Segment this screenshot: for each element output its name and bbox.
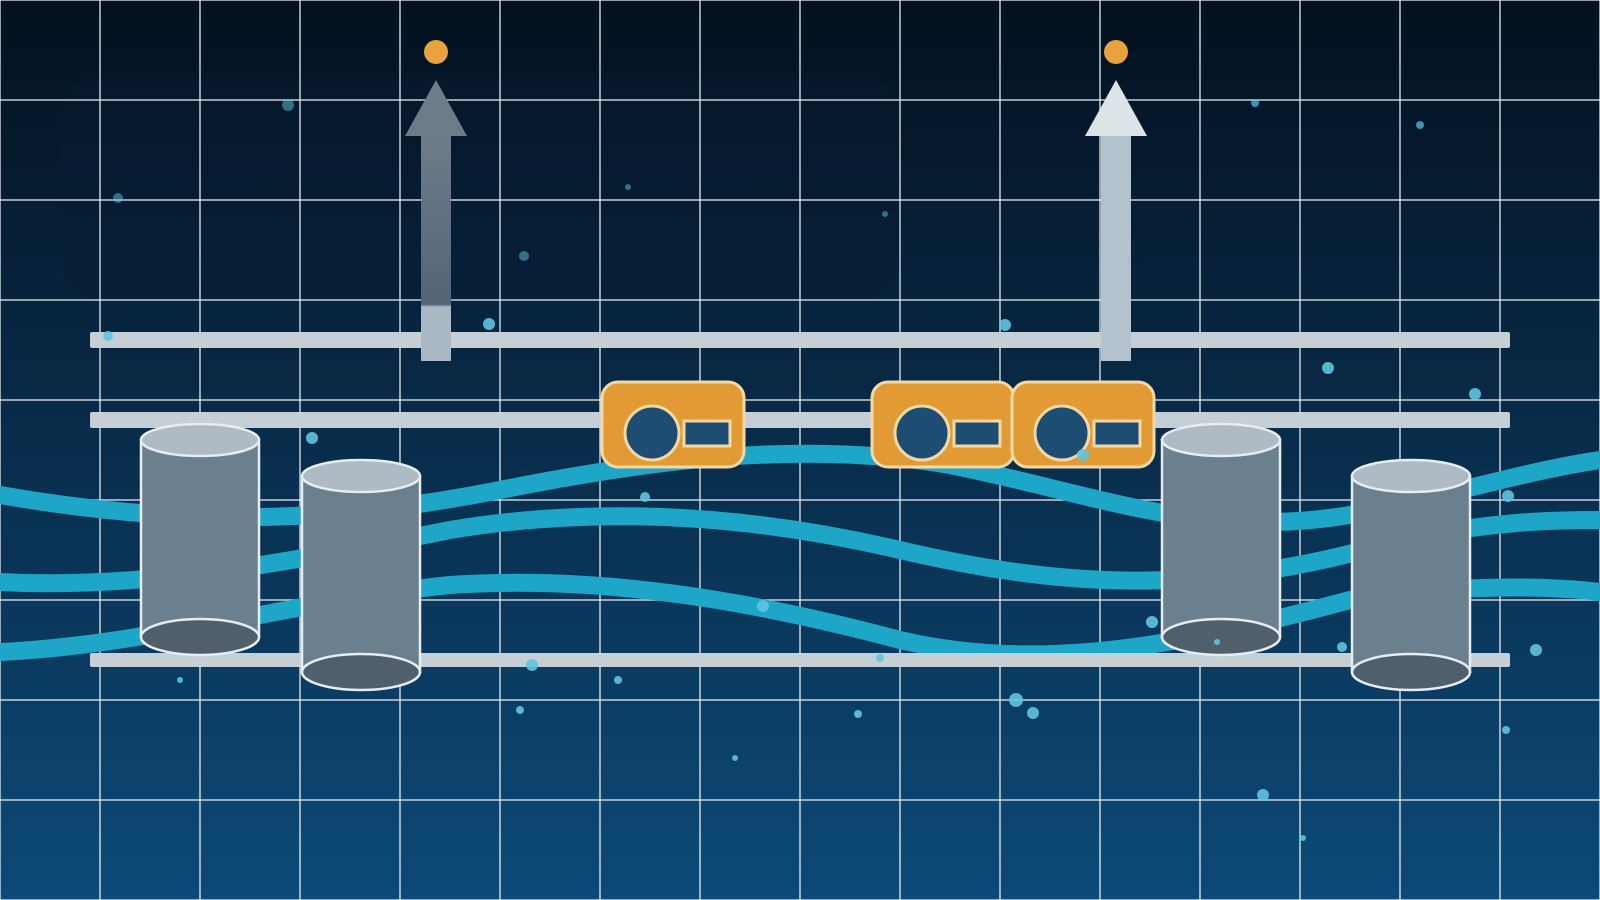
particle-dot	[876, 654, 884, 662]
module-rotor	[1033, 404, 1091, 462]
pump-modules	[600, 380, 1156, 469]
particle-dot	[732, 755, 738, 761]
cylinder-icon	[300, 458, 422, 692]
tank-lid	[300, 458, 422, 494]
pump-module-icon	[600, 380, 746, 469]
particle-dot	[1077, 449, 1089, 461]
particle-dot	[526, 659, 538, 671]
tank-lid	[1350, 458, 1472, 494]
particle-dot	[177, 677, 183, 683]
arrow-shaft	[421, 135, 451, 361]
tank-lid	[139, 422, 261, 458]
particle-dot	[882, 211, 888, 217]
cylinder-icon	[139, 422, 261, 657]
particle-dot	[757, 600, 769, 612]
particle-dot	[1009, 693, 1023, 707]
particle-dot	[1530, 644, 1542, 656]
particle-dot	[640, 492, 650, 502]
particle-dot	[1322, 362, 1334, 374]
signal-dot-icon	[424, 40, 448, 64]
particle-dot	[1257, 789, 1269, 801]
faint-panel	[60, 75, 900, 300]
particle-dot	[1214, 639, 1220, 645]
cylinder-icon	[1350, 458, 1472, 692]
particle-dot	[1300, 835, 1306, 841]
tank-lid	[1160, 422, 1282, 458]
pump-module-icon	[1010, 380, 1156, 469]
tank-body	[139, 438, 261, 639]
particle-dot	[1502, 490, 1514, 502]
output-arrows	[405, 40, 1147, 361]
up-arrow-icon	[405, 80, 467, 136]
pump-module-icon	[870, 380, 1016, 469]
particle-dot	[282, 99, 294, 111]
tank-body	[1160, 438, 1282, 639]
particle-dot	[999, 319, 1011, 331]
tank-base	[1160, 617, 1282, 657]
particle-dot	[1146, 616, 1158, 628]
particle-dot	[1416, 121, 1424, 129]
particle-dot	[1251, 99, 1259, 107]
particle-dot	[854, 710, 862, 718]
tank-base	[139, 617, 261, 657]
tank-base	[1350, 652, 1472, 692]
rail	[90, 653, 1510, 667]
particle-dot	[614, 676, 622, 684]
particle-dot	[1337, 642, 1347, 652]
tank-body	[300, 474, 422, 674]
particle-dot	[103, 331, 113, 341]
particle-dot	[483, 318, 495, 330]
particle-dot	[519, 251, 529, 261]
module-port	[1092, 419, 1142, 448]
particle-dot	[1502, 726, 1510, 734]
cylinder-icon	[1160, 422, 1282, 657]
arrow-shaft	[1101, 135, 1131, 361]
module-port	[952, 419, 1002, 448]
rail	[90, 412, 1510, 428]
tank-body	[1350, 474, 1472, 674]
particle-dot	[306, 432, 318, 444]
particle-dot	[625, 184, 631, 190]
module-rotor	[893, 404, 951, 462]
rail	[90, 332, 1510, 348]
particles	[103, 99, 1542, 841]
module-port	[682, 419, 732, 448]
particle-dot	[1469, 388, 1481, 400]
storage-tanks	[139, 422, 1472, 692]
up-arrow-icon	[1085, 80, 1147, 136]
particle-dot	[1027, 707, 1039, 719]
signal-dot-icon	[1104, 40, 1128, 64]
particle-dot	[113, 193, 123, 203]
particle-dot	[516, 706, 524, 714]
tank-base	[300, 652, 422, 692]
module-rotor	[623, 404, 681, 462]
